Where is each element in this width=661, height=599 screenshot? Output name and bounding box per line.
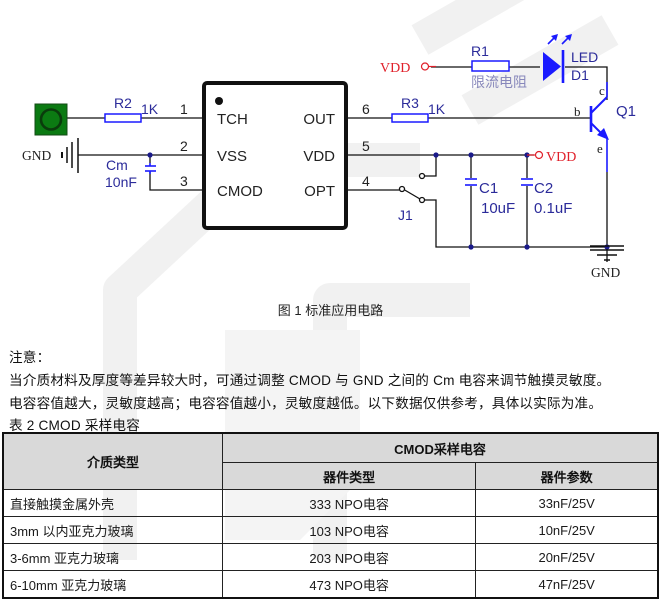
table-row: 6-10mm 亚克力玻璃 473 NPO电容 47nF/25V [2,570,659,599]
table-row: 直接触摸金属外壳 333 NPO电容 33nF/25V [2,489,659,517]
header-device-type: 器件类型 [221,462,477,490]
cell-type: 333 NPO电容 [221,489,477,517]
q1-emitter-label: e [597,141,603,156]
ic-body [202,81,348,230]
header-cmod-group: CMOD采样电容 [222,432,659,463]
pin-number-4: 4 [362,173,370,189]
j1-ref-label: J1 [398,207,413,223]
gnd-left-symbol [61,138,79,173]
pin-number-6: 6 [362,101,370,117]
c2-value-label: 0.1uF [534,200,572,217]
pin-number-3: 3 [180,173,188,189]
pin-number-1: 1 [180,101,188,117]
ic-pin-label-out: OUT [303,111,335,128]
gnd-left-label: GND [22,148,51,163]
r2-ref-label: R2 [114,95,132,111]
q1-base-label: b [574,104,581,119]
gnd-right-symbol [590,245,624,261]
q1-collector-label: c [599,83,605,98]
r1-ref-label: R1 [471,43,489,59]
table-row: 3mm 以内亚克力玻璃 103 NPO电容 10nF/25V [2,516,659,544]
note-line-1: 当介质材料及厚度等差异较大时，可通过调整 CMOD 与 GND 之间的 Cm 电… [9,373,611,388]
ic-pin-label-cmod: CMOD [217,183,263,200]
vdd-right-terminal [534,150,544,160]
application-circuit-schematic: TCH VSS CMOD OUT VDD OPT 1 2 3 6 5 4 [22,34,636,280]
pin-number-2: 2 [180,138,188,154]
capacitor-c2 [521,178,533,186]
c1-ref-label: C1 [479,180,498,197]
ic-pin-label-opt: OPT [304,183,335,200]
cell-medium: 直接触摸金属外壳 [2,489,223,517]
vdd-top-terminal [420,62,430,71]
cell-param: 10nF/25V [475,516,659,544]
note-title: 注意： [9,350,51,365]
r3-value-label: 1K [428,101,446,117]
cell-param: 47nF/25V [475,570,659,599]
cell-medium: 3-6mm 亚克力玻璃 [2,543,223,571]
led-type-label: LED [571,49,598,65]
table-row: 3-6mm 亚克力玻璃 203 NPO电容 20nF/25V [2,543,659,571]
gnd-right-label: GND [591,265,620,280]
switch-j1 [398,172,426,204]
ic-pin-label-tch: TCH [217,111,248,128]
cell-param: 20nF/25V [475,543,659,571]
cell-param: 33nF/25V [475,489,659,517]
capacitor-cm [145,163,156,174]
pin-number-5: 5 [362,138,370,154]
pin1-marker [215,97,223,105]
r2-value-label: 1K [141,101,159,117]
cmod-capacitor-table: 介质类型 CMOD采样电容 器件类型 器件参数 直接触摸金属外壳 333 NPO… [2,432,659,599]
r3-ref-label: R3 [401,95,419,111]
cell-medium: 3mm 以内亚克力玻璃 [2,516,223,544]
resistor-r2 [104,113,142,123]
header-medium-type: 介质类型 [2,432,223,490]
ic-pin-label-vdd: VDD [303,148,335,165]
wires [67,66,608,262]
resistor-r1 [471,60,510,72]
q1-ref-label: Q1 [616,103,636,120]
cell-type: 103 NPO电容 [221,516,477,544]
ic-pin-label-vss: VSS [217,148,247,165]
r1-value-label: 限流电阻 [471,75,527,91]
cell-type: 473 NPO电容 [221,570,477,599]
transistor-q1 [589,82,609,172]
led-ref-label: D1 [571,67,589,83]
resistor-r3 [391,113,429,123]
vdd-top-label: VDD [380,61,410,76]
note-line-2: 电容容值越大，灵敏度越高；电容容值越小，灵敏度越低。以下数据仅供参考，具体以实际… [9,396,603,411]
c1-value-label: 10uF [481,200,515,217]
header-device-param: 器件参数 [475,462,659,490]
c2-ref-label: C2 [534,180,553,197]
cell-type: 203 NPO电容 [221,543,477,571]
cm-ref-label: Cm [106,157,128,173]
table-title: 表 2 CMOD 采样电容 [9,418,140,433]
led-d1 [543,34,572,83]
figure-caption: 图 1 标准应用电路 [277,303,384,318]
touch-pad [34,103,68,136]
cm-value-label: 10nF [105,174,137,190]
cell-medium: 6-10mm 亚克力玻璃 [2,570,223,599]
vdd-right-label: VDD [546,150,576,165]
capacitor-c1 [465,178,477,186]
